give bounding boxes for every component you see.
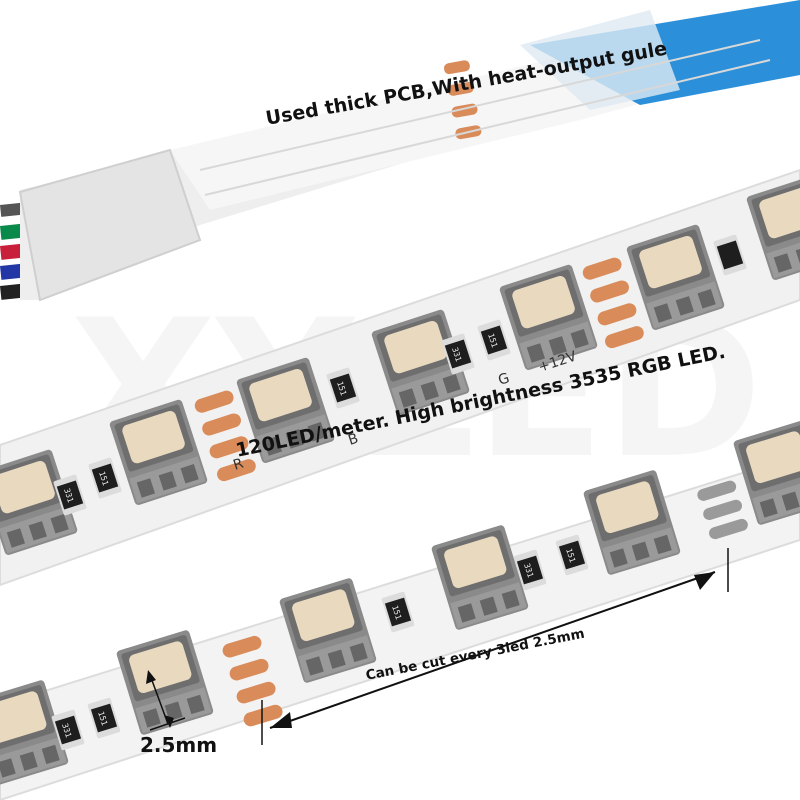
middle-strip: B R G +12V bbox=[0, 168, 800, 587]
resistor-marking: 151 bbox=[486, 332, 499, 349]
label-blue: B bbox=[346, 431, 360, 449]
resistor-marking: 151 bbox=[97, 470, 110, 487]
resistor-marking: 331 bbox=[522, 562, 535, 579]
dimension-marker bbox=[146, 670, 186, 731]
resistor-marking: 151 bbox=[390, 604, 403, 621]
dimension-caption: 2.5mm bbox=[140, 733, 218, 757]
resistor-marking: 331 bbox=[60, 722, 73, 739]
resistor-marking: 151 bbox=[96, 710, 109, 727]
bottom-strip bbox=[0, 419, 800, 800]
resistor-marking: 151 bbox=[335, 380, 348, 397]
cut-span-arrow bbox=[261, 548, 729, 745]
top-strip bbox=[0, 0, 800, 302]
resistor-marking: 151 bbox=[564, 547, 577, 564]
heat-shrink-sleeve bbox=[18, 148, 202, 302]
resistor-marking: 331 bbox=[450, 346, 463, 363]
cut-pads-highlighted bbox=[697, 480, 748, 540]
resistor-marking: 331 bbox=[62, 487, 75, 504]
label-green: G bbox=[496, 370, 511, 389]
